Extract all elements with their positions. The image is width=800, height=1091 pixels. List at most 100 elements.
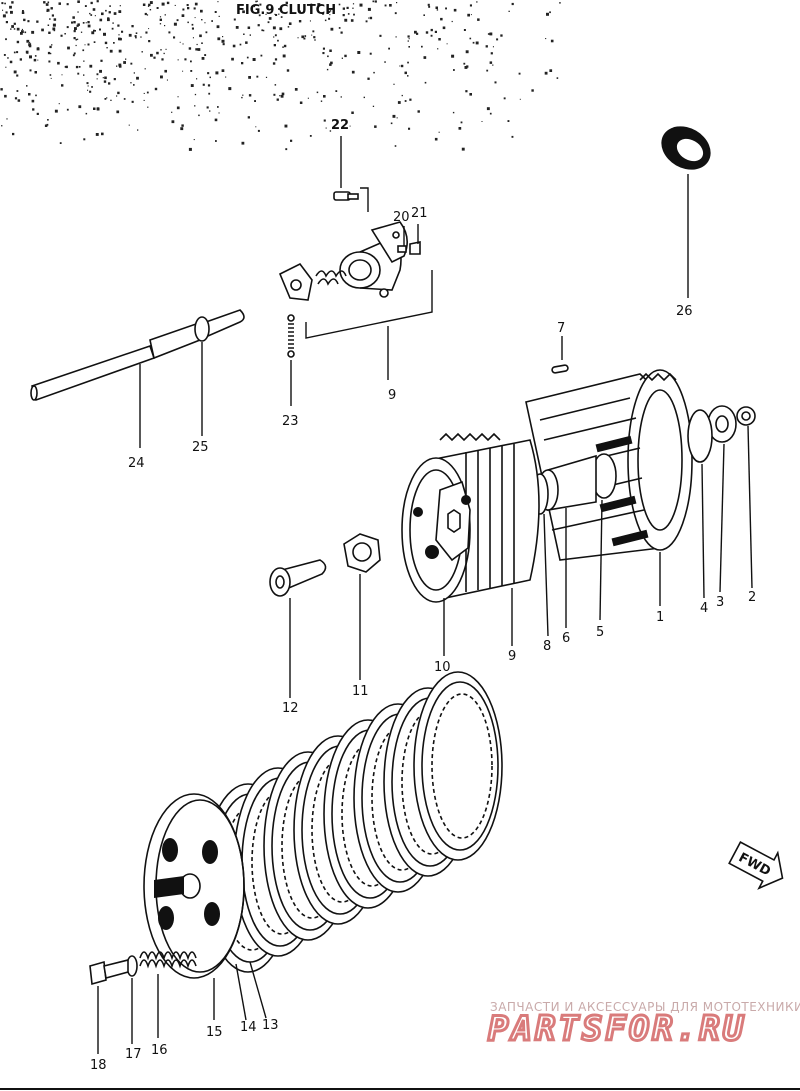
callout-6: 6 bbox=[562, 631, 570, 646]
callout-20: 20 bbox=[393, 210, 410, 225]
noise-speck bbox=[347, 13, 350, 15]
noise-speck bbox=[417, 110, 420, 113]
noise-speck bbox=[235, 26, 239, 29]
noise-speck bbox=[21, 28, 23, 30]
watermark-tagline: ЗАПЧАСТИ И АКСЕССУАРЫ ДЛЯ МОТОТЕХНИКИ bbox=[490, 1000, 800, 1014]
noise-speck bbox=[556, 77, 559, 79]
noise-speck bbox=[156, 51, 159, 55]
noise-speck bbox=[463, 62, 466, 65]
noise-speck bbox=[408, 38, 410, 40]
noise-speck bbox=[442, 26, 446, 30]
noise-speck bbox=[77, 0, 80, 3]
noise-speck bbox=[205, 31, 208, 34]
noise-speck bbox=[90, 1, 93, 5]
noise-speck bbox=[260, 54, 263, 57]
noise-speck bbox=[384, 61, 386, 63]
noise-speck bbox=[5, 66, 7, 68]
noise-speck bbox=[469, 4, 472, 7]
noise-speck bbox=[255, 0, 257, 3]
noise-speck bbox=[153, 56, 156, 59]
noise-speck bbox=[275, 14, 278, 16]
noise-speck bbox=[392, 114, 396, 118]
noise-speck bbox=[372, 0, 375, 3]
noise-speck bbox=[217, 1, 219, 3]
noise-speck bbox=[168, 31, 171, 34]
noise-speck bbox=[531, 89, 534, 92]
noise-speck bbox=[53, 18, 57, 21]
noise-speck bbox=[187, 7, 190, 10]
noise-speck bbox=[365, 20, 368, 23]
noise-speck bbox=[83, 74, 85, 76]
noise-speck bbox=[130, 62, 133, 65]
noise-speck bbox=[423, 14, 425, 16]
noise-speck bbox=[16, 27, 20, 31]
noise-speck bbox=[154, 87, 158, 91]
noise-speck bbox=[469, 37, 472, 40]
noise-speck bbox=[465, 50, 469, 54]
callout-25: 25 bbox=[192, 440, 209, 455]
noise-speck bbox=[101, 12, 104, 16]
callout-8: 8 bbox=[543, 639, 551, 654]
part-16-spring bbox=[139, 951, 197, 1038]
noise-speck bbox=[247, 116, 250, 119]
noise-speck bbox=[351, 111, 354, 114]
noise-speck bbox=[214, 118, 218, 122]
noise-speck bbox=[47, 119, 49, 121]
callout-18: 18 bbox=[90, 1058, 107, 1073]
part-10-pressure-hub bbox=[413, 480, 471, 656]
noise-speck bbox=[119, 65, 122, 68]
noise-speck bbox=[489, 112, 492, 115]
noise-speck bbox=[87, 24, 91, 28]
noise-speck bbox=[104, 76, 107, 80]
noise-speck bbox=[3, 54, 6, 56]
noise-speck bbox=[160, 49, 162, 51]
noise-speck bbox=[87, 89, 89, 91]
callout-9-release: 9 bbox=[388, 388, 396, 403]
noise-speck bbox=[309, 20, 311, 22]
noise-speck bbox=[374, 0, 377, 3]
noise-speck bbox=[285, 148, 288, 151]
noise-speck bbox=[549, 11, 551, 14]
noise-speck bbox=[388, 47, 390, 50]
noise-speck bbox=[29, 55, 32, 59]
noise-speck bbox=[106, 97, 108, 99]
noise-speck bbox=[507, 120, 510, 122]
noise-speck bbox=[80, 31, 83, 33]
noise-speck bbox=[214, 11, 217, 13]
noise-speck bbox=[298, 20, 302, 23]
noise-speck bbox=[77, 11, 79, 13]
noise-speck bbox=[290, 139, 293, 142]
noise-speck bbox=[133, 72, 135, 74]
noise-speck bbox=[500, 34, 503, 37]
noise-speck bbox=[96, 78, 98, 80]
noise-speck bbox=[165, 48, 167, 50]
noise-speck bbox=[75, 65, 79, 69]
noise-speck bbox=[298, 10, 301, 13]
noise-speck bbox=[416, 32, 419, 35]
noise-speck bbox=[436, 9, 439, 11]
noise-speck bbox=[49, 45, 52, 49]
noise-speck bbox=[342, 7, 345, 10]
noise-speck bbox=[190, 60, 192, 63]
noise-speck bbox=[71, 21, 74, 24]
figure-title: FIG.9 CLUTCH bbox=[236, 3, 336, 18]
noise-speck bbox=[322, 12, 325, 15]
noise-speck bbox=[60, 34, 63, 37]
noise-speck bbox=[90, 14, 93, 16]
noise-speck bbox=[438, 38, 441, 41]
noise-speck bbox=[477, 18, 480, 21]
noise-speck bbox=[107, 18, 110, 22]
noise-speck bbox=[303, 37, 306, 40]
noise-speck bbox=[22, 10, 24, 12]
noise-speck bbox=[10, 28, 12, 30]
noise-speck bbox=[384, 4, 387, 7]
noise-speck bbox=[193, 139, 195, 141]
noise-speck bbox=[17, 99, 21, 102]
noise-speck bbox=[21, 11, 25, 14]
leader-line bbox=[249, 961, 267, 1019]
noise-speck bbox=[74, 27, 77, 30]
noise-speck bbox=[357, 51, 361, 54]
noise-speck bbox=[28, 93, 31, 96]
noise-speck bbox=[257, 24, 260, 27]
noise-speck bbox=[2, 14, 6, 18]
